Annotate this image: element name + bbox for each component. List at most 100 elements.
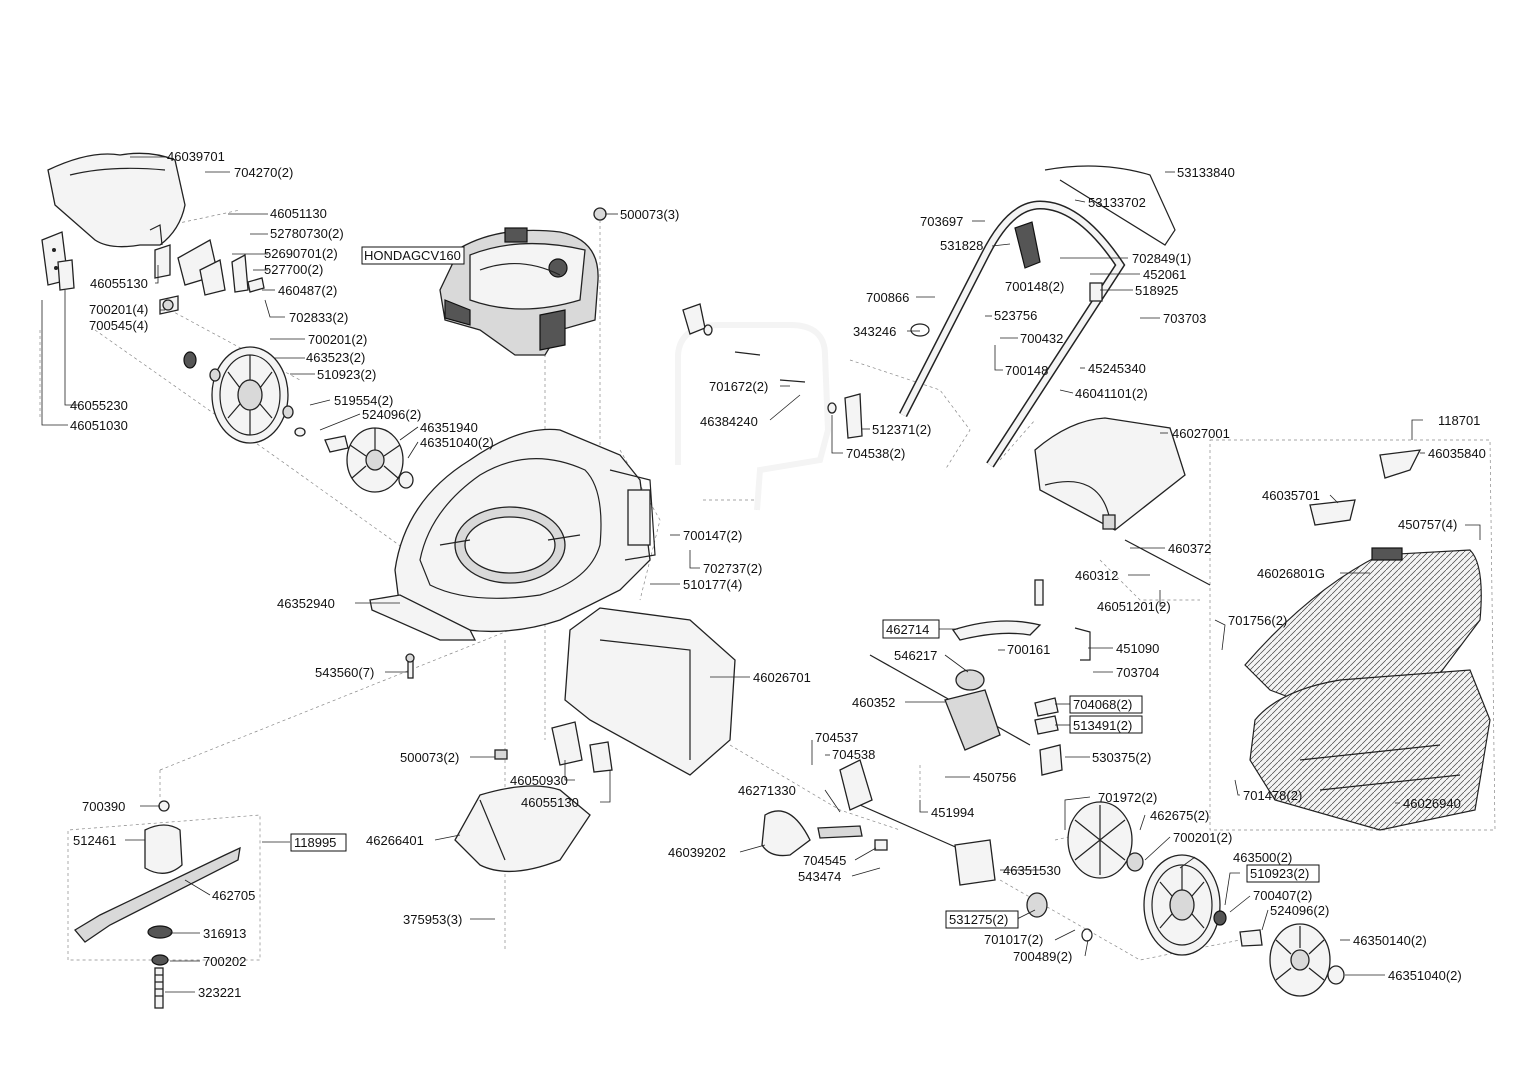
label-703704: 703704 — [1116, 665, 1159, 680]
hinge-plate-left — [41, 231, 75, 291]
label-700148-a: 700148(2) — [1005, 279, 1064, 294]
upper-handle-drawing — [898, 165, 1176, 468]
label-527700: 527700(2) — [264, 262, 323, 277]
label-118995: 118995 — [294, 835, 336, 850]
label-524096-a: 524096(2) — [362, 407, 421, 422]
label-53133702: 53133702 — [1088, 195, 1146, 210]
label-46351040-b: 46351040(2) — [1388, 968, 1462, 983]
label-702833: 702833(2) — [289, 310, 348, 325]
label-460487: 460487(2) — [278, 283, 337, 298]
label-46050930: 46050930 — [510, 773, 568, 788]
label-460352: 460352 — [852, 695, 895, 710]
label-46351940: 46351940 — [420, 420, 478, 435]
label-703697: 703697 — [920, 214, 963, 229]
label-519554: 519554(2) — [334, 393, 393, 408]
label-452061: 452061 — [1143, 267, 1186, 282]
label-700545: 700545(4) — [89, 318, 148, 333]
label-462714: 462714 — [886, 622, 929, 637]
label-450756: 450756 — [973, 770, 1016, 785]
label-513491: 513491(2) — [1073, 718, 1132, 733]
label-701756: 701756(2) — [1228, 613, 1287, 628]
label-512371: 512371(2) — [872, 422, 931, 437]
label-510177: 510177(4) — [683, 577, 742, 592]
label-531275: 531275(2) — [949, 912, 1008, 927]
label-52780730: 52780730(2) — [270, 226, 344, 241]
label-500073-a: 500073(3) — [620, 207, 679, 222]
label-700390: 700390 — [82, 799, 125, 814]
label-46035840: 46035840 — [1428, 446, 1486, 461]
rear-flap-drawing — [47, 152, 186, 248]
label-323221: 323221 — [198, 985, 241, 1000]
label-46352940: 46352940 — [277, 596, 335, 611]
label-316913: 316913 — [203, 926, 246, 941]
label-46384240: 46384240 — [700, 414, 758, 429]
label-701672: 701672(2) — [709, 379, 768, 394]
label-46026940: 46026940 — [1403, 796, 1461, 811]
chute-drawing — [454, 607, 736, 873]
label-frames — [290, 246, 1320, 929]
rear-wheel-right-drawing — [1067, 801, 1345, 997]
leader-lines — [41, 156, 1481, 993]
label-451090: 451090 — [1116, 641, 1159, 656]
label-462675: 462675(2) — [1150, 808, 1209, 823]
label-46027001: 46027001 — [1172, 426, 1230, 441]
label-523756: 523756 — [994, 308, 1037, 323]
label-45245340: 45245340 — [1088, 361, 1146, 376]
blade-assembly-drawing — [74, 800, 241, 1009]
label-524096-b: 524096(2) — [1270, 903, 1329, 918]
label-463500: 463500(2) — [1233, 850, 1292, 865]
label-46055130-b: 46055130 — [521, 795, 579, 810]
label-543560: 543560(7) — [315, 665, 374, 680]
label-704545: 704545 — [803, 853, 846, 868]
label-700201-c: 700201(2) — [1173, 830, 1232, 845]
label-46039701: 46039701 — [167, 149, 225, 164]
label-700148-b: 700148 — [1005, 363, 1048, 378]
rear-wheel-left-drawing — [183, 346, 306, 444]
label-700147: 700147(2) — [683, 528, 742, 543]
label-702737: 702737(2) — [703, 561, 762, 576]
label-463523: 463523(2) — [306, 350, 365, 365]
label-46051030: 46051030 — [70, 418, 128, 433]
label-46350140: 46350140(2) — [1353, 933, 1427, 948]
lower-handle-drawing — [675, 303, 863, 511]
label-46351040-a: 46351040(2) — [420, 435, 494, 450]
label-700202: 700202 — [203, 954, 246, 969]
label-118701: 118701 — [1438, 413, 1480, 428]
label-46055130-a: 46055130 — [90, 276, 148, 291]
label-46051130: 46051130 — [270, 206, 327, 221]
label-700201-b: 700201(2) — [308, 332, 367, 347]
label-700866: 700866 — [866, 290, 909, 305]
wheel-cap-left-drawing — [324, 427, 414, 493]
label-46026801G: 46026801G — [1257, 566, 1325, 581]
label-460312: 460312 — [1075, 568, 1118, 583]
label-704538-a: 704538(2) — [846, 446, 905, 461]
label-46271330: 46271330 — [738, 783, 796, 798]
label-546217: 546217 — [894, 648, 937, 663]
label-460372: 460372 — [1168, 541, 1211, 556]
label-46051201: 46051201(2) — [1097, 599, 1171, 614]
label-52690701: 52690701(2) — [264, 246, 338, 261]
label-375953: 375953(3) — [403, 912, 462, 927]
label-46266401: 46266401 — [366, 833, 424, 848]
label-531828: 531828 — [940, 238, 983, 253]
label-engine-model: HONDAGCV160 — [364, 248, 461, 263]
label-702849: 702849(1) — [1132, 251, 1191, 266]
label-704270: 704270(2) — [234, 165, 293, 180]
grass-bag-top-drawing — [1034, 417, 1186, 531]
label-46041101: 46041101(2) — [1075, 386, 1148, 401]
label-700407: 700407(2) — [1253, 888, 1312, 903]
label-530375: 530375(2) — [1092, 750, 1151, 765]
label-53133840: 53133840 — [1177, 165, 1235, 180]
bracket-parts — [154, 239, 265, 315]
label-46055230: 46055230 — [70, 398, 128, 413]
label-704538-b: 704538 — [832, 747, 875, 762]
label-704537: 704537 — [815, 730, 858, 745]
label-46351530: 46351530 — [1003, 863, 1061, 878]
mower-deck-drawing — [369, 428, 656, 641]
label-700489: 700489(2) — [1013, 949, 1072, 964]
label-512461: 512461 — [73, 833, 116, 848]
grass-bag-drawing — [1244, 449, 1491, 831]
label-46026701: 46026701 — [753, 670, 811, 685]
label-701478: 701478(2) — [1243, 788, 1302, 803]
label-343246: 343246 — [853, 324, 896, 339]
